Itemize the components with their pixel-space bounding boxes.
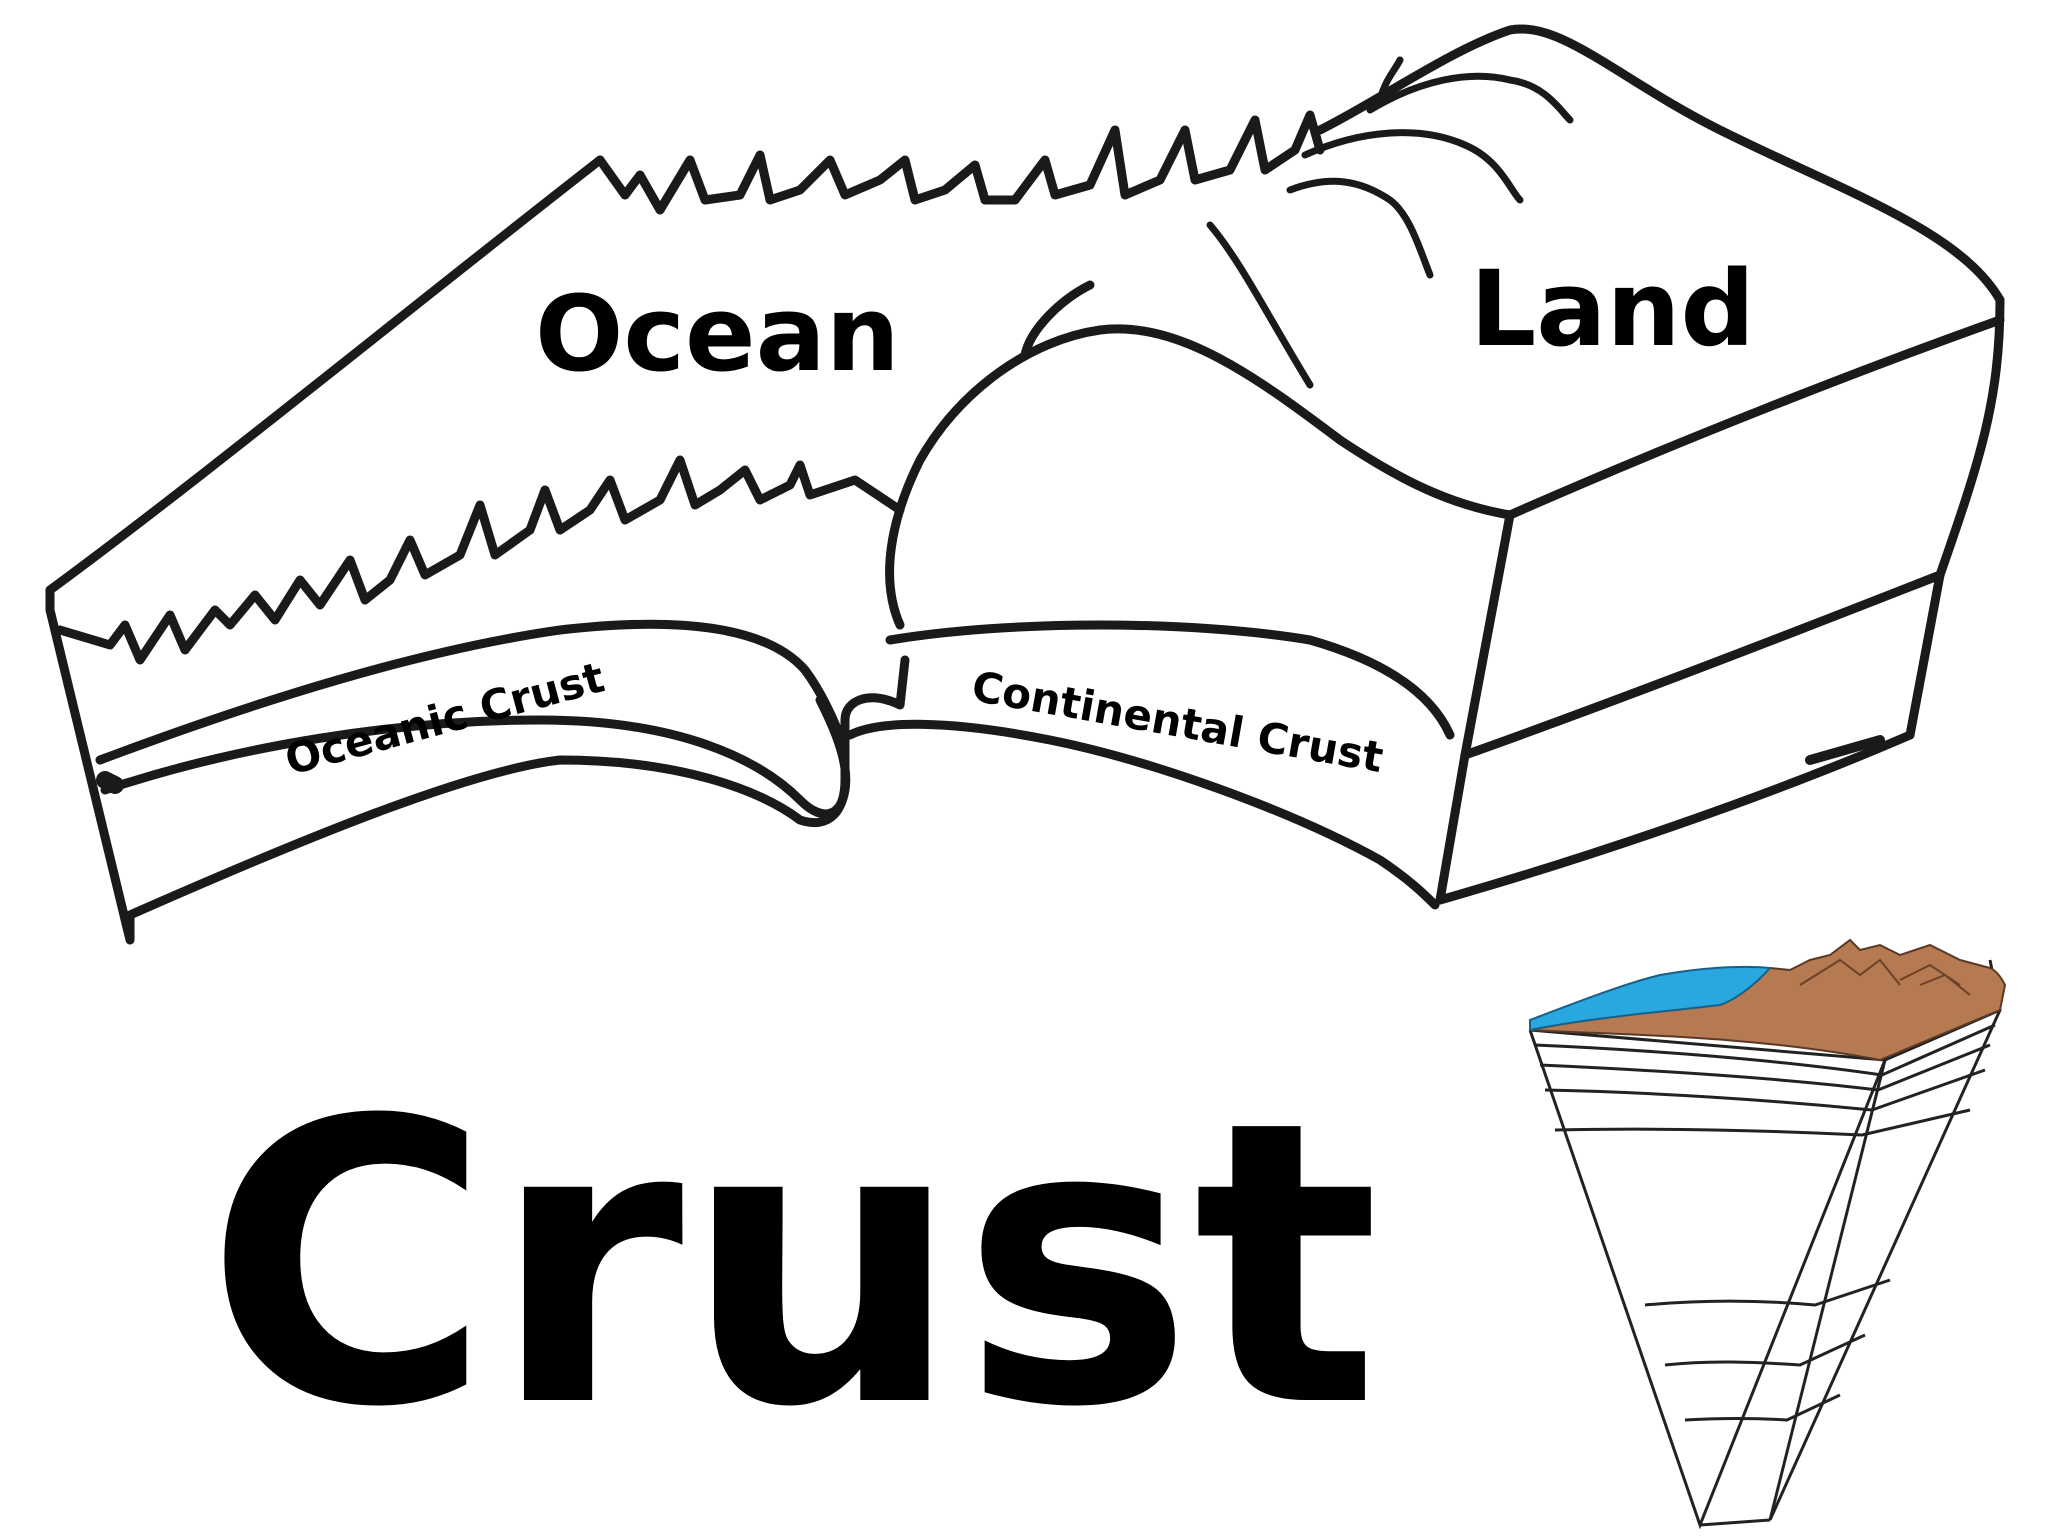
ocean-surface-waves: [595, 110, 1325, 215]
strata-line-5: [1644, 1278, 1891, 1307]
subduction-fold: [795, 695, 851, 819]
mountain-ridge-3: [1301, 129, 1524, 204]
block-diagram: Ocean Land Oceanic Crust Continental Cru…: [45, 24, 2005, 945]
continental-crust-label: Continental Crust: [968, 662, 1386, 783]
strata-line-2: [1539, 1043, 1991, 1092]
earth-layers-cone: [1528, 938, 2007, 1530]
soil-mountain-lines: [1799, 958, 1971, 996]
continental-wedge-edge: [885, 324, 1515, 630]
land-front-top-edge: [1505, 315, 2005, 520]
mountain-ridge-1: [1206, 221, 1314, 389]
continental-crust-bottom: [845, 719, 1440, 910]
ocean-slab-left-edge: [45, 155, 605, 595]
water-layer: [1529, 965, 1773, 1032]
page-title: Crust: [205, 1038, 1380, 1492]
ocean-block-outline: [45, 585, 910, 945]
land-front-vertical-edge: [1435, 510, 1515, 905]
strata-line-3: [1544, 1068, 1986, 1112]
land-layer-line: [1460, 570, 1945, 760]
ink-mark-right: [1805, 735, 1885, 765]
strata-line-4: [1554, 1108, 1971, 1137]
strata-line-7: [1684, 1393, 1841, 1422]
mountain-ridge-2: [1286, 177, 1434, 279]
continental-slope: [1020, 280, 1095, 360]
land-right-edge: [1905, 295, 2005, 740]
cone-right-edge: [1768, 1009, 2002, 1521]
strata-line-6: [1664, 1333, 1866, 1367]
ocean-label: Ocean: [535, 273, 900, 395]
strata-line-1: [1534, 1023, 1996, 1077]
oceanic-crust-top: [95, 619, 850, 765]
sea-floor-waves: [55, 455, 905, 665]
continental-crust-top: [885, 620, 1455, 740]
land-bottom-edge: [1435, 730, 1915, 905]
land-label: Land: [1470, 248, 1755, 370]
oceanic-crust-bottom: [100, 715, 805, 805]
cone-front-edge: [1699, 1059, 1887, 1527]
mountain-ridge-5: [1376, 56, 1404, 104]
ink-mark-left: [96, 771, 124, 794]
land-top-edge: [1315, 24, 2005, 305]
mountain-ridge-4: [1366, 72, 1574, 124]
